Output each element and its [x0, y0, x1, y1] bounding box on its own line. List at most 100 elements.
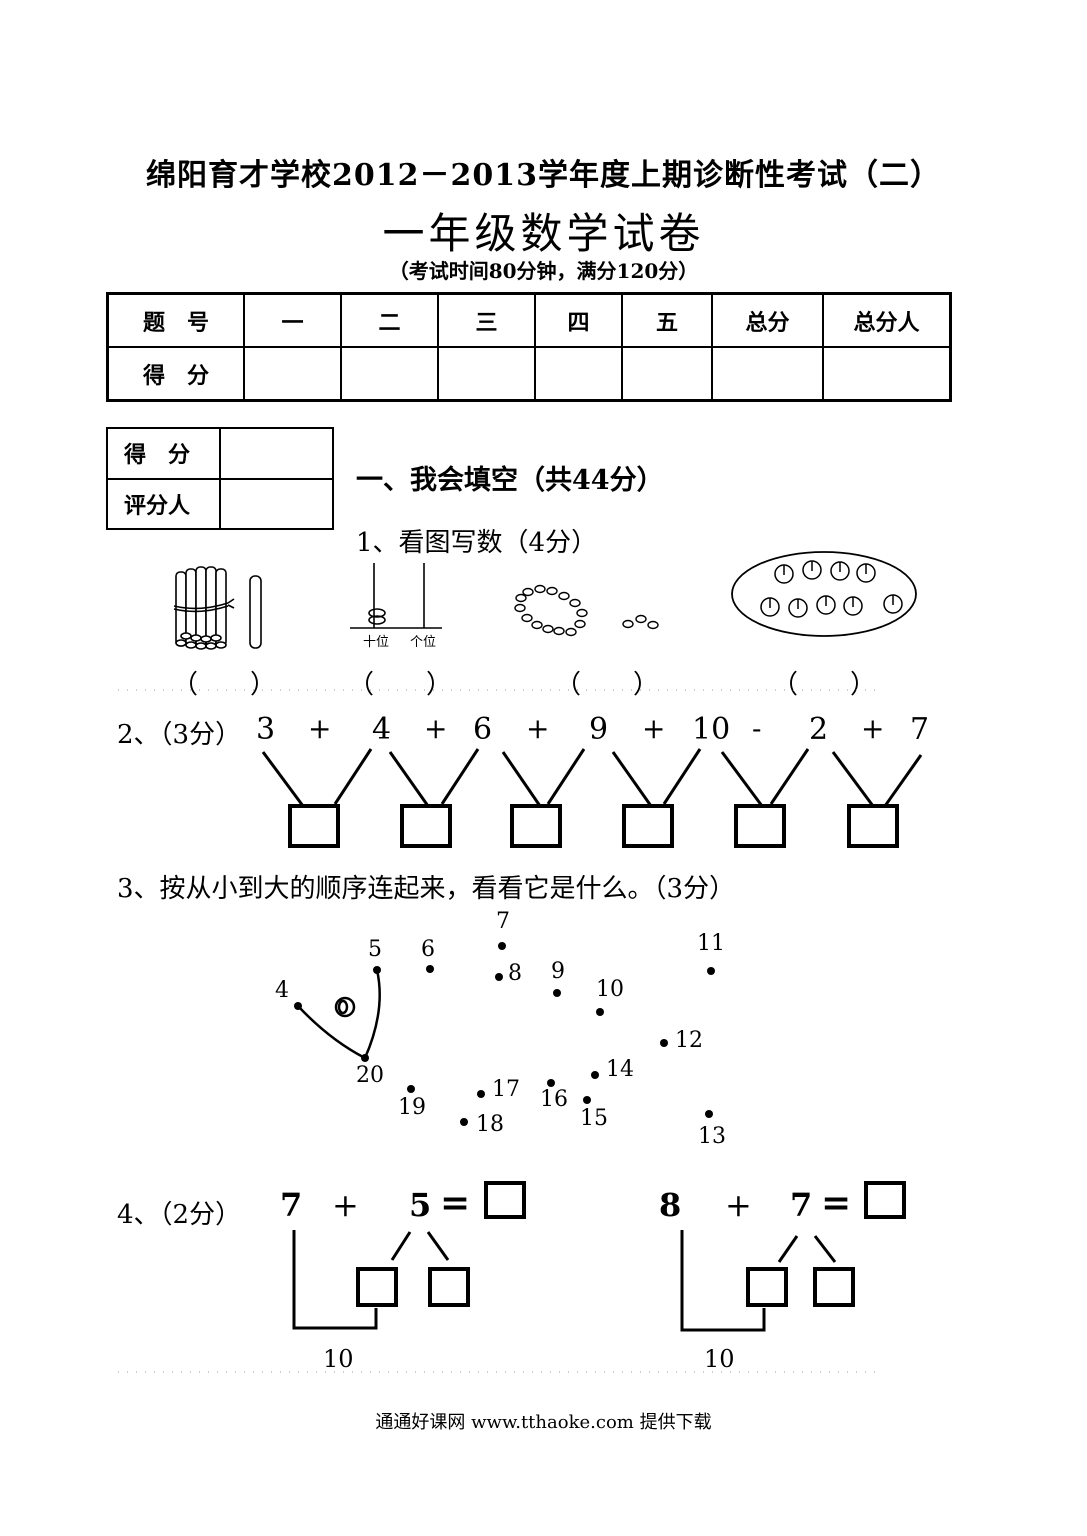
score-table: 题 号 一 二 三 四 五 总分 总分人 得 分 — [106, 292, 952, 402]
dot-label-12: 12 — [675, 1028, 703, 1053]
score-table-score-row: 得 分 — [106, 346, 952, 402]
q2-token: 6 — [473, 712, 493, 747]
sticks-bundle-icon — [173, 566, 235, 650]
dotted-guides — [118, 689, 880, 1373]
bead-necklace-icon — [514, 584, 588, 637]
answer-box[interactable] — [356, 1267, 398, 1307]
dot-label-16: 16 — [540, 1087, 568, 1112]
q4-eq1-equals: = — [440, 1182, 471, 1224]
answer-box[interactable] — [813, 1267, 855, 1307]
q4-eq2-ten: 10 — [704, 1345, 735, 1373]
school-title: 绵阳育才学校2012－2013学年度上期诊断性考试（二） — [146, 158, 941, 193]
q2-token: 9 — [589, 712, 609, 747]
score-header-grader: 总分人 — [822, 292, 952, 348]
single-stick-icon — [249, 575, 262, 649]
answer-box[interactable] — [734, 804, 786, 848]
answer-box[interactable] — [746, 1267, 788, 1307]
answer-box[interactable] — [622, 804, 674, 848]
q4-eq2-a: 8 — [659, 1186, 682, 1224]
answer-box[interactable] — [847, 804, 899, 848]
score-cell[interactable] — [243, 346, 342, 402]
score-cell[interactable] — [822, 346, 952, 402]
score-header-total: 总分 — [711, 292, 824, 348]
dot-label-10: 10 — [596, 977, 624, 1002]
q4-label: 4、（2分） — [117, 1200, 242, 1230]
q4-eq2-op: + — [725, 1186, 752, 1224]
q1-answer-1[interactable]: （ ） — [172, 670, 277, 700]
dot-label-17: 17 — [492, 1077, 520, 1102]
q2-token: 7 — [910, 712, 930, 747]
q2-token: + — [424, 712, 448, 745]
q4-bracket-lines — [292, 1230, 837, 1332]
grader-score-label: 得 分 — [106, 427, 221, 480]
score-cell[interactable] — [711, 346, 824, 402]
q2-token: + — [861, 712, 885, 745]
section1-heading: 一、我会填空（共44分） — [356, 465, 664, 496]
dot-label-20: 20 — [356, 1063, 384, 1088]
answer-box[interactable] — [400, 804, 452, 848]
q2-token: + — [308, 712, 332, 745]
score-cell[interactable] — [437, 346, 536, 402]
q4-eq1-op: + — [332, 1186, 359, 1224]
dot-label-7: 7 — [496, 909, 510, 934]
answer-box[interactable] — [288, 804, 340, 848]
loose-beads-icon — [622, 614, 659, 630]
connect-dots — [294, 942, 715, 1126]
score-row-label: 得 分 — [106, 346, 245, 402]
q4-eq1-a: 7 — [280, 1186, 303, 1224]
exam-info: （考试时间80分钟，满分120分） — [388, 259, 699, 283]
grader-name-label: 评分人 — [106, 477, 221, 530]
abacus-tens-label: 十位 — [363, 635, 389, 650]
score-header-3: 三 — [437, 292, 536, 348]
dot-label-5: 5 — [368, 937, 382, 962]
score-header-1: 一 — [243, 292, 342, 348]
grader-score-cell[interactable] — [219, 427, 334, 480]
q1-answer-3[interactable]: （ ） — [555, 670, 660, 700]
q4-boxes — [356, 1181, 906, 1307]
q2-token: + — [526, 712, 550, 745]
q2-pair-lines — [261, 748, 923, 807]
footer-credit: 通通好课网 www.tthaoke.com 提供下载 — [375, 1412, 712, 1433]
apples-oval-icon — [731, 551, 917, 637]
score-header-2: 二 — [340, 292, 439, 348]
q4-eq2-b: 7 — [790, 1186, 813, 1224]
fish-mouth-lines — [297, 969, 381, 1060]
q2-token: 10 — [692, 712, 731, 747]
score-header-4: 四 — [534, 292, 623, 348]
q2-token: 3 — [256, 712, 276, 747]
apple-icon — [760, 560, 903, 618]
dot-label-13: 13 — [698, 1124, 726, 1149]
answer-box[interactable] — [428, 1267, 470, 1307]
answer-box[interactable] — [510, 804, 562, 848]
q2-token: 2 — [809, 712, 829, 747]
q2-token: 4 — [372, 712, 392, 747]
q2-token: - — [752, 712, 762, 745]
score-cell[interactable] — [534, 346, 623, 402]
abacus-icon — [350, 563, 442, 629]
dot-label-15: 15 — [580, 1106, 608, 1131]
q4-eq1-b: 5 — [409, 1186, 432, 1224]
dot-label-19: 19 — [398, 1095, 426, 1120]
abacus-ones-label: 个位 — [410, 635, 436, 650]
grader-name-cell[interactable] — [219, 477, 334, 530]
q3-label: 3、按从小到大的顺序连起来，看看它是什么。（3分） — [117, 874, 736, 904]
q4-eq1-ten: 10 — [323, 1345, 354, 1373]
dot-label-14: 14 — [606, 1057, 634, 1082]
q1-answer-2[interactable]: （ ） — [348, 670, 453, 700]
score-cell[interactable] — [621, 346, 713, 402]
exam-title: 一年级数学试卷 — [382, 209, 705, 258]
dot-label-11: 11 — [697, 931, 725, 956]
answer-box[interactable] — [484, 1181, 526, 1219]
dot-label-18: 18 — [476, 1112, 504, 1137]
answer-box[interactable] — [864, 1181, 906, 1219]
dot-label-4: 4 — [275, 978, 289, 1003]
q1-answer-4[interactable]: （ ） — [772, 670, 877, 700]
dot-label-9: 9 — [551, 959, 565, 984]
grader-box: 得 分 评分人 — [106, 427, 334, 530]
q2-label: 2、（3分） — [117, 720, 242, 750]
q4-eq2-equals: = — [821, 1182, 852, 1224]
q2-token: + — [642, 712, 666, 745]
dot-label-6: 6 — [421, 937, 435, 962]
score-cell[interactable] — [340, 346, 439, 402]
q2-answer-boxes — [288, 804, 899, 848]
